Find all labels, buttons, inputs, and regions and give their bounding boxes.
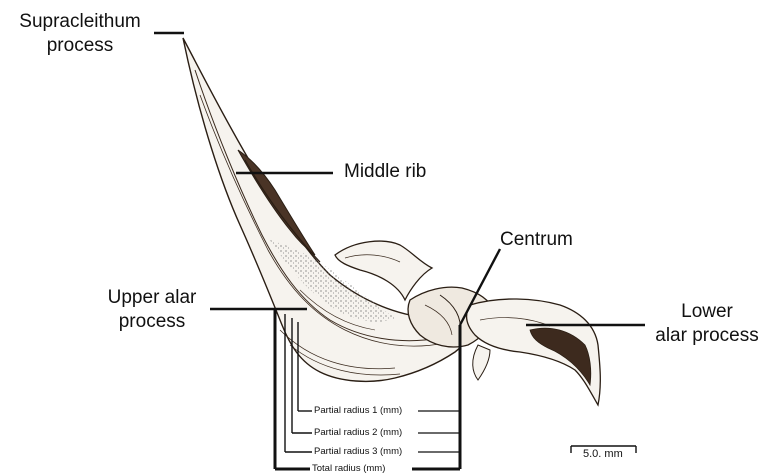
upper-alar-label: Upper alar process [96,286,208,334]
lower-alar-shape [467,299,601,405]
upper-alar-label-line2: process [96,310,208,334]
supracleithum-label-line2: process [10,34,150,58]
partial-radius-2-label: Partial radius 2 (mm) [313,427,403,438]
scale-bar-label: 5.0. mm [582,448,624,461]
lower-alar-label-line2: alar process [648,324,766,348]
partial-radius-1-label: Partial radius 1 (mm) [313,405,403,416]
supracleithum-label-line1: Supracleithum [10,10,150,34]
upper-alar-label-line1: Upper alar [96,286,208,310]
supracleithum-label: Supracleithum process [10,10,150,58]
middle-rib-label: Middle rib [344,160,426,184]
total-radius-label: Total radius (mm) [311,463,386,474]
centrum-label: Centrum [500,228,573,252]
lower-alar-label: Lower alar process [648,300,766,348]
partial-radius-3-label: Partial radius 3 (mm) [313,446,403,457]
lower-alar-label-line1: Lower [648,300,766,324]
